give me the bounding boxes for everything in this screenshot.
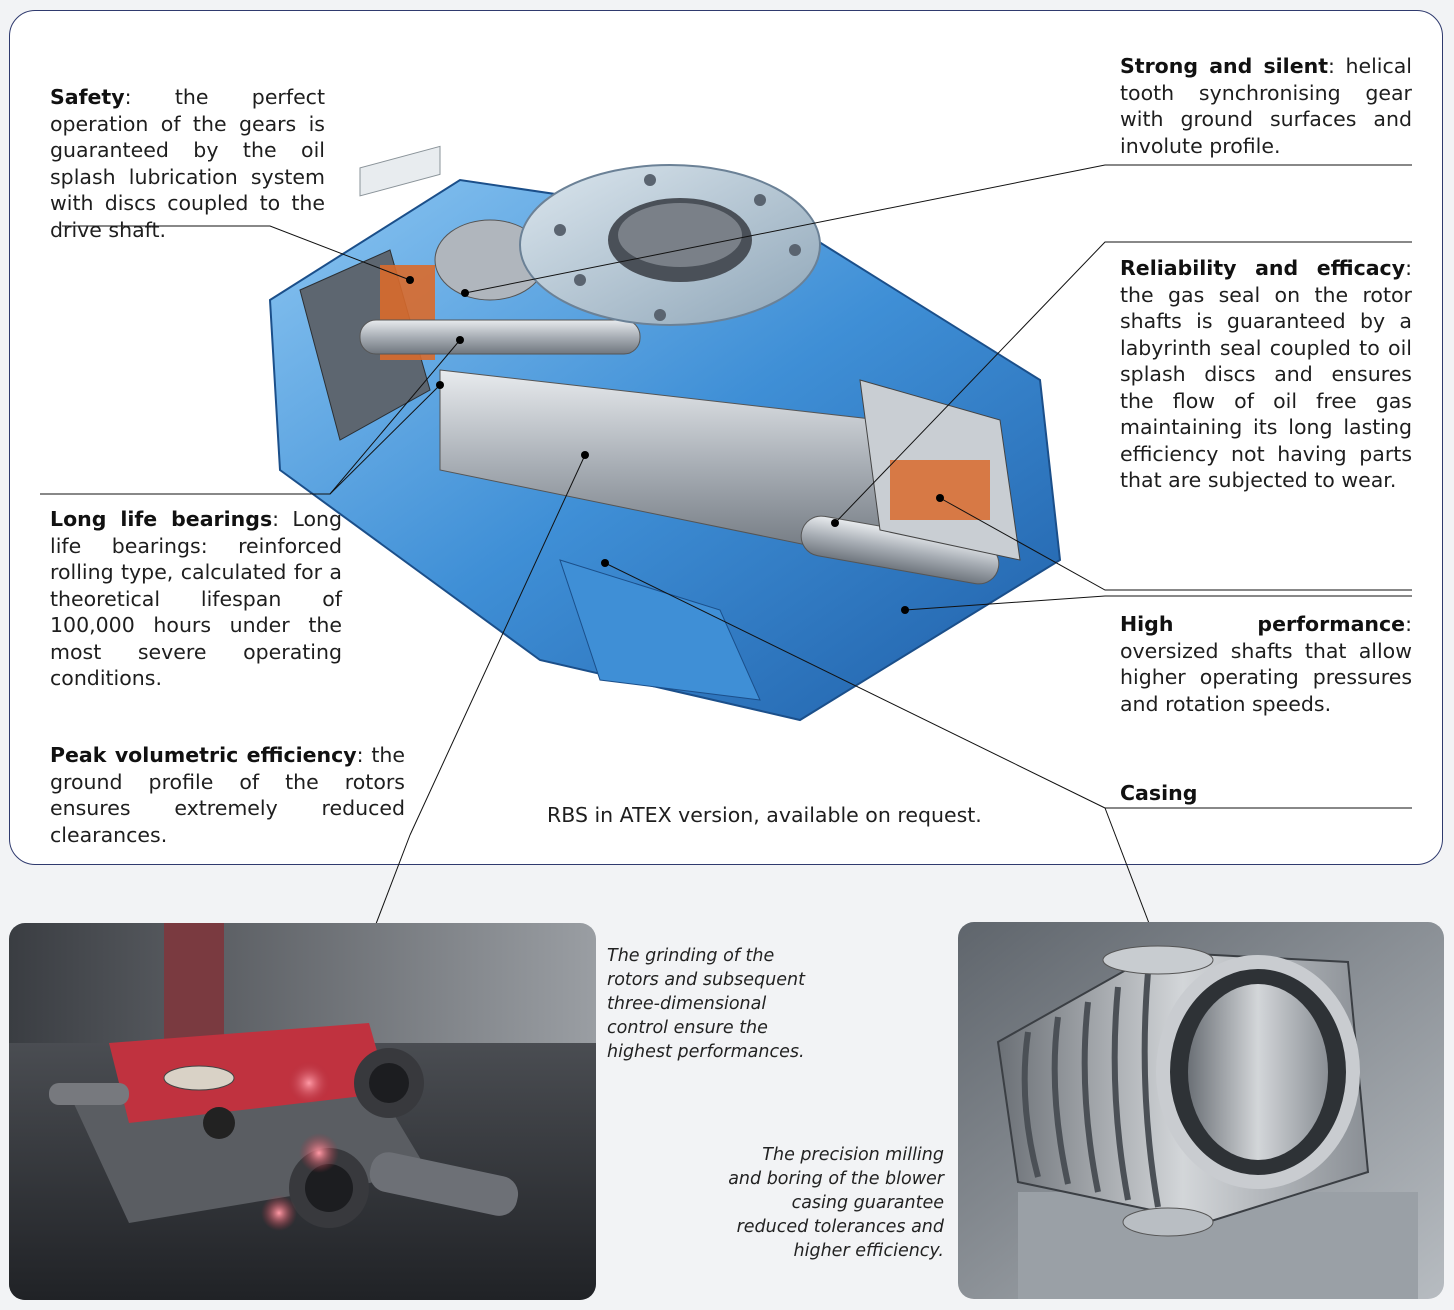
rotor-inspection-photo xyxy=(9,923,596,1300)
caption-milling: The precision milling and boring of the … xyxy=(728,1145,944,1261)
callout-casing-title: Casing xyxy=(1120,781,1198,805)
callout-reliability: Reliability and efficacy: the gas seal o… xyxy=(1120,255,1412,494)
callout-performance-text: : oversized shafts that allow higher ope… xyxy=(1120,612,1412,716)
caption-grinding: The grinding of the rotors and subsequen… xyxy=(607,946,805,1062)
callout-strong-silent-title: Strong and silent xyxy=(1120,54,1329,78)
callout-bearings-text: : Long life bearings: reinforced rolling… xyxy=(50,507,342,690)
callout-casing: Casing xyxy=(1120,780,1412,807)
atex-note: RBS in ATEX version, available on reques… xyxy=(547,803,982,827)
callout-safety-title: Safety xyxy=(50,85,125,109)
callout-safety: Safety: the perfect operation of the gea… xyxy=(50,84,325,243)
callout-reliability-text: : the gas seal on the rotor shafts is gu… xyxy=(1120,256,1412,492)
callout-performance: High performance: oversized shafts that … xyxy=(1120,611,1412,717)
callout-peak-efficiency: Peak volumetric efficiency: the ground p… xyxy=(50,742,405,848)
callout-bearings-title: Long life bearings xyxy=(50,507,273,531)
callout-bearings: Long life bearings: Long life bearings: … xyxy=(50,506,342,692)
callout-strong-silent-text: : helical tooth synchronising gear with … xyxy=(1120,54,1412,158)
callout-peak-efficiency-text: : the ground profile of the rotors ensur… xyxy=(50,743,405,847)
callout-safety-text: : the perfect operation of the gears is … xyxy=(50,85,325,242)
callout-reliability-title: Reliability and efficacy xyxy=(1120,256,1406,280)
callout-performance-title: High performance xyxy=(1120,612,1406,636)
blower-cutaway-illustration xyxy=(268,145,1062,722)
casing-machining-photo xyxy=(958,922,1444,1299)
callout-peak-efficiency-title: Peak volumetric efficiency xyxy=(50,743,357,767)
callout-strong-silent: Strong and silent: helical tooth synchro… xyxy=(1120,53,1412,159)
